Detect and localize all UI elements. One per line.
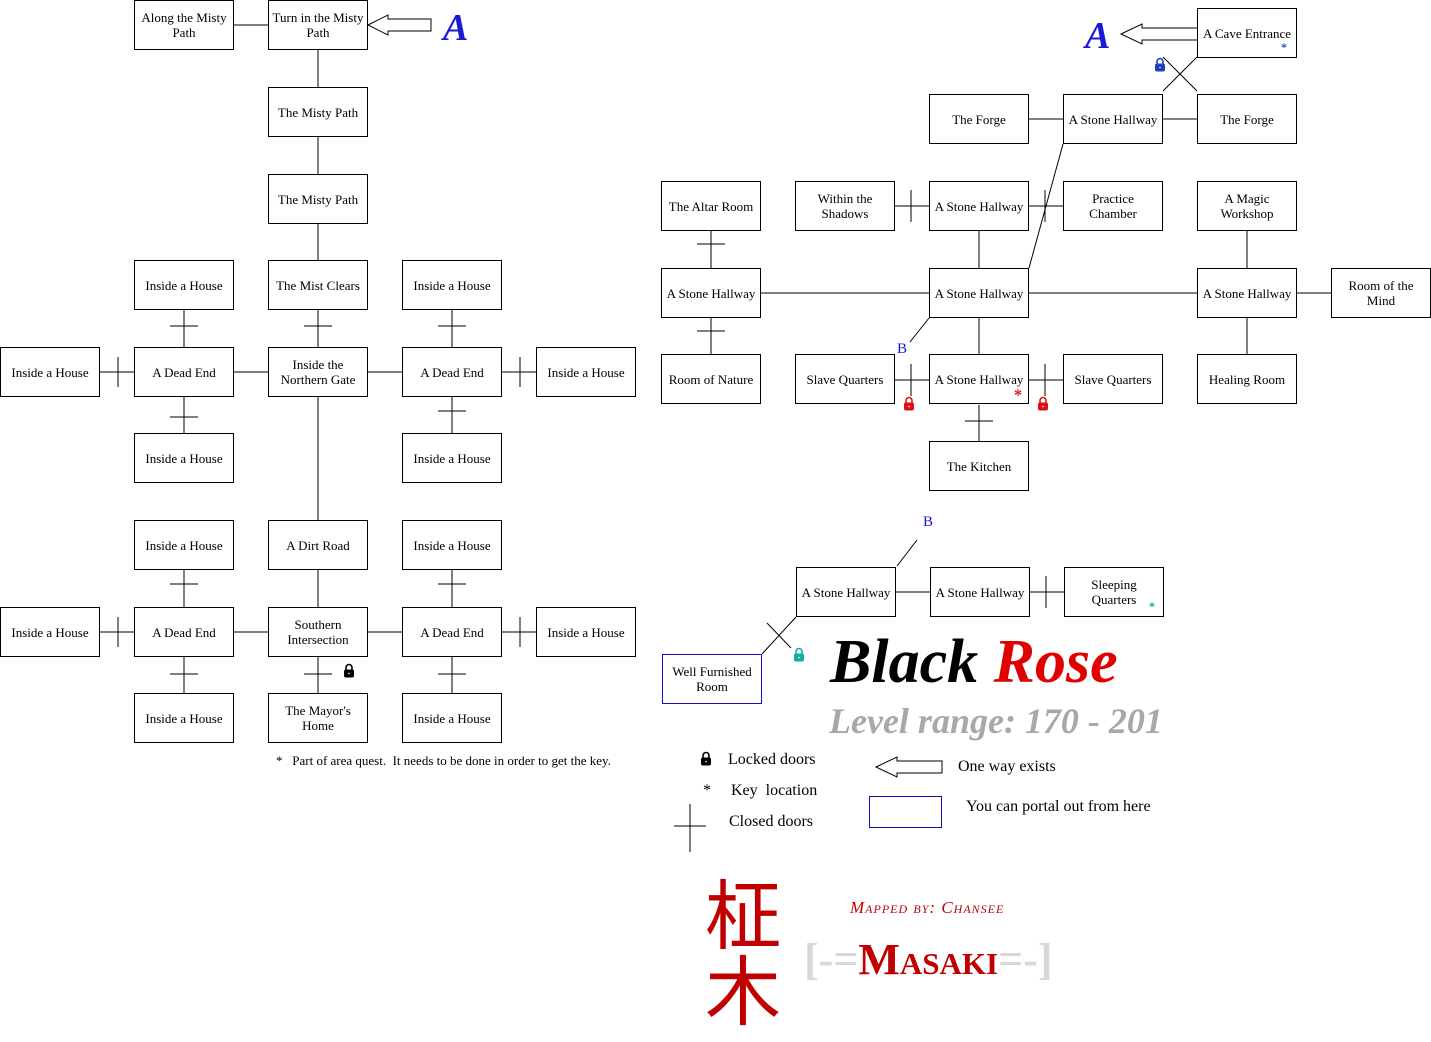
legend-key-symbol: * <box>703 782 711 799</box>
key-location-mark-sleeping: * <box>1149 599 1155 613</box>
mapped-by: Mapped by: Chansee <box>850 898 1005 917</box>
room-r12: A Stone Hallway <box>1197 268 1297 318</box>
room-r6: Within the Shadows <box>795 181 895 231</box>
title: Black Rose <box>830 626 1118 698</box>
room-l25: Inside a House <box>402 693 502 743</box>
room-r16: A Stone Hallway <box>929 354 1029 404</box>
room-l3: The Misty Path <box>268 87 368 137</box>
title-word-rose: Rose <box>993 628 1118 696</box>
room-l6: Inside a House <box>134 260 234 310</box>
one-way-arrows <box>366 14 1200 778</box>
room-r9: A Magic Workshop <box>1197 181 1297 231</box>
room-r13: Room of the Mind <box>1331 268 1431 318</box>
room-l5: The Mist Clears <box>268 260 368 310</box>
room-r17: Slave Quarters <box>1063 354 1163 404</box>
room-r5: The Altar Room <box>661 181 761 231</box>
room-r4: The Forge <box>1197 94 1297 144</box>
room-l10: Inside the Northern Gate <box>268 347 368 397</box>
room-l22: Inside a House <box>536 607 636 657</box>
room-l20: Southern Intersection <box>268 607 368 657</box>
room-l8: Inside a House <box>0 347 100 397</box>
connections <box>100 24 1331 693</box>
room-r23: Well Furnished Room <box>662 654 762 704</box>
room-r7: A Stone Hallway <box>929 181 1029 231</box>
marker-a-right: A <box>1085 15 1111 57</box>
legend-portal-label: You can portal out from here <box>966 798 1151 815</box>
title-word-black: Black <box>830 628 979 696</box>
masaki-logo: [-=Masaki=-] <box>804 930 1053 990</box>
room-l11: A Dead End <box>402 347 502 397</box>
room-l16: A Dirt Road <box>268 520 368 570</box>
room-l24: The Mayor's Home <box>268 693 368 743</box>
room-l21: A Dead End <box>402 607 502 657</box>
room-l2: Turn in the Misty Path <box>268 0 368 50</box>
room-l15: Inside a House <box>134 520 234 570</box>
legend-closed-label: Closed doors <box>729 813 813 830</box>
room-l13: Inside a House <box>134 433 234 483</box>
room-r11: A Stone Hallway <box>929 268 1029 318</box>
level-range: Level range: 170 - 201 <box>829 701 1163 741</box>
room-l17: Inside a House <box>402 520 502 570</box>
legend-key-label: Key location <box>731 782 818 799</box>
quest-star-marker: * <box>1014 387 1022 404</box>
closed-doors <box>117 190 1047 675</box>
room-r10: A Stone Hallway <box>661 268 761 318</box>
room-l23: Inside a House <box>134 693 234 743</box>
footnote: * Part of area quest. It needs to be don… <box>276 753 611 768</box>
legend-locked-label: Locked doors <box>728 751 816 768</box>
room-l7: Inside a House <box>402 260 502 310</box>
marker-a-left: A <box>443 7 469 49</box>
room-r22: Sleeping Quarters <box>1064 567 1164 617</box>
kanji-logo: 柾木 <box>705 876 781 1036</box>
marker-b-lower: B <box>923 514 934 530</box>
room-l18: Inside a House <box>0 607 100 657</box>
bracket-left: [-= <box>804 935 859 984</box>
room-r15: Slave Quarters <box>795 354 895 404</box>
room-r19: The Kitchen <box>929 441 1029 491</box>
key-location-mark-cave: * <box>1281 40 1287 54</box>
room-r3: A Stone Hallway <box>1063 94 1163 144</box>
room-r21: A Stone Hallway <box>930 567 1030 617</box>
masaki-name: Masaki <box>858 935 999 984</box>
room-r14: Room of Nature <box>661 354 761 404</box>
room-r1: A Cave Entrance <box>1197 8 1297 58</box>
room-r20: A Stone Hallway <box>796 567 896 617</box>
legend-oneway-label: One way exists <box>958 758 1056 775</box>
room-l19: A Dead End <box>134 607 234 657</box>
marker-b-upper: B <box>897 341 908 357</box>
room-r2: The Forge <box>929 94 1029 144</box>
room-l14: Inside a House <box>402 433 502 483</box>
room-l1: Along the Misty Path <box>134 0 234 50</box>
room-r18: Healing Room <box>1197 354 1297 404</box>
room-r8: Practice Chamber <box>1063 181 1163 231</box>
bracket-right: =-] <box>998 935 1053 984</box>
room-l9: A Dead End <box>134 347 234 397</box>
room-l12: Inside a House <box>536 347 636 397</box>
room-l4: The Misty Path <box>268 174 368 224</box>
legend-symbols <box>674 796 942 852</box>
